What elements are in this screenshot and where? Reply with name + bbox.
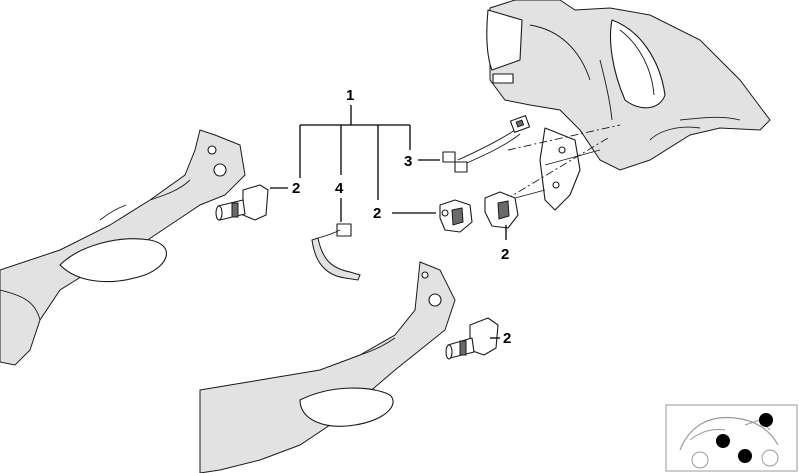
location-marker — [738, 449, 752, 463]
lamp-socket-left — [215, 184, 269, 221]
lamp-socket-lower — [445, 317, 499, 360]
location-marker — [716, 434, 730, 448]
lower-fairing-panel — [199, 261, 456, 473]
mounting-bracket — [504, 124, 621, 211]
location-marker — [759, 413, 773, 427]
callout-leaders — [270, 105, 507, 339]
fairing-housing — [486, 0, 771, 171]
wire-lead — [311, 223, 361, 281]
left-fairing-panel — [0, 129, 246, 366]
cable-harness — [442, 115, 531, 173]
callout-2-center: 2 — [373, 205, 381, 222]
callout-2-lower: 2 — [503, 330, 511, 347]
lamp-socket-right — [484, 189, 546, 229]
callout-2-left: 2 — [292, 180, 300, 197]
callout-4: 4 — [335, 180, 344, 197]
lamp-socket-center — [439, 199, 473, 233]
callout-2-right: 2 — [501, 246, 509, 263]
callout-1: 1 — [346, 87, 354, 104]
callout-3: 3 — [404, 153, 412, 170]
location-thumbnail[interactable] — [665, 404, 798, 472]
